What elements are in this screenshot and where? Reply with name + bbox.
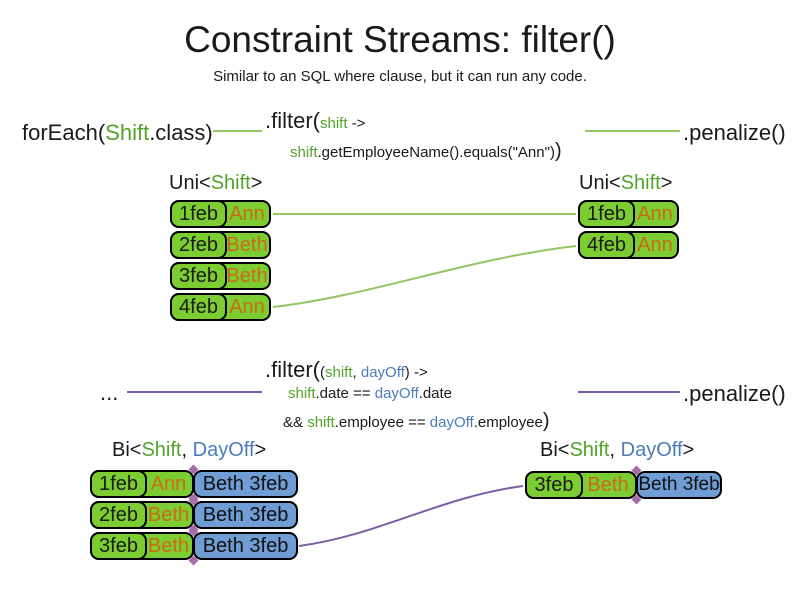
- bi-right-pre: Bi<: [540, 439, 570, 461]
- bi-left-type2: DayOff: [192, 439, 255, 461]
- shift-date: 4feb: [170, 293, 227, 321]
- shift-employee: Beth: [226, 264, 268, 287]
- code-filter1-body-var: shift: [290, 144, 318, 161]
- shift-employee: Ann: [637, 233, 673, 256]
- bi-left-label: Bi<Shift, DayOff>: [112, 438, 266, 462]
- code-filter1-param: shift: [320, 115, 348, 132]
- bi-right-post: >: [682, 439, 695, 461]
- code-filter2-head: .filter((shift, dayOff) ->: [265, 357, 428, 383]
- code-ellipsis: ...: [100, 380, 119, 405]
- body1-end: .date: [418, 385, 453, 402]
- code-foreach-pre: forEach(: [22, 120, 106, 145]
- bi-right-type2: DayOff: [620, 439, 683, 461]
- shift-employee: Ann: [637, 202, 673, 225]
- body2-end: .employee: [473, 414, 543, 431]
- code-filter1-body-close: ): [554, 140, 562, 162]
- uni-right-post: >: [660, 172, 673, 194]
- code-filter2-body1: shift.date == dayOff.date: [288, 385, 452, 403]
- body1-var1: shift: [288, 385, 316, 402]
- uni-right-type: Shift: [620, 172, 661, 194]
- code-filter2-method: .filter(: [265, 357, 320, 382]
- code-filter2-param2: dayOff: [360, 364, 405, 381]
- shift-date: 1feb: [578, 200, 635, 228]
- connector-bi-row3: [298, 485, 524, 547]
- shift-employee: Beth: [226, 233, 268, 256]
- code-filter2-param1: shift: [325, 364, 353, 381]
- uni-right-label: Uni<Shift>: [579, 171, 672, 195]
- bi-right-label: Bi<Shift, DayOff>: [540, 438, 694, 462]
- uni-left-type: Shift: [210, 172, 251, 194]
- shift-employee: Beth: [587, 473, 629, 496]
- body2-close: ): [542, 410, 550, 432]
- code-filter1-arrow: ->: [347, 115, 366, 132]
- bi-right-type1: Shift: [569, 439, 610, 461]
- shift-date: 1feb: [90, 470, 147, 498]
- uni-left-label: Uni<Shift>: [169, 171, 262, 195]
- code-filter2-paren-open: (: [320, 364, 325, 381]
- body2-pre: &&: [283, 414, 308, 431]
- code-filter2-arrow: ->: [409, 364, 428, 381]
- shift-employee: Ann: [229, 202, 265, 225]
- bi-left-comma: ,: [181, 439, 193, 461]
- uni-left-pre: Uni<: [169, 172, 211, 194]
- shift-date: 2feb: [170, 231, 227, 259]
- code-penalize-2: .penalize(): [683, 381, 786, 406]
- shift-date: 2feb: [90, 501, 147, 529]
- code-filter2-paren-close: ): [404, 364, 410, 381]
- code-foreach-type: Shift: [105, 120, 150, 145]
- body2-var2: dayOff: [429, 414, 474, 431]
- connector-uni-row4: [272, 245, 577, 308]
- body1-var2: dayOff: [374, 385, 419, 402]
- code-penalize-1: .penalize(): [683, 120, 786, 145]
- shift-date: 3feb: [525, 471, 583, 499]
- code-filter1-body: shift.getEmployeeName().equals("Ann")): [290, 139, 562, 163]
- dayoff-cell: Beth 3feb: [636, 471, 722, 499]
- code-filter2-body2: && shift.employee == dayOff.employee): [283, 409, 550, 433]
- body2-var1: shift: [307, 414, 335, 431]
- code-filter1-method: .filter(: [265, 108, 320, 133]
- dayoff-cell: Beth 3feb: [193, 470, 298, 498]
- shift-date: 4feb: [578, 231, 635, 259]
- body1-mid: .date ==: [315, 385, 375, 402]
- shift-employee: Beth: [147, 503, 190, 526]
- body2-mid: .employee ==: [334, 414, 430, 431]
- bi-right-comma: ,: [609, 439, 621, 461]
- page-title: Constraint Streams: filter(): [184, 19, 616, 60]
- shift-employee: Beth: [147, 534, 190, 557]
- dayoff-cell: Beth 3feb: [193, 532, 298, 560]
- code-filter1-body-rest: .getEmployeeName().equals("Ann"): [317, 144, 555, 161]
- dayoff-cell: Beth 3feb: [193, 501, 298, 529]
- shift-date: 3feb: [90, 532, 147, 560]
- uni-right-pre: Uni<: [579, 172, 621, 194]
- shift-date: 3feb: [170, 262, 227, 290]
- shift-employee: Ann: [229, 295, 265, 318]
- bi-left-post: >: [254, 439, 267, 461]
- code-filter2-comma: ,: [352, 364, 361, 381]
- bi-left-pre: Bi<: [112, 439, 142, 461]
- page-subtitle: Similar to an SQL where clause, but it c…: [213, 68, 587, 85]
- shift-date: 1feb: [170, 200, 227, 228]
- code-foreach-post: .class): [149, 120, 213, 145]
- uni-left-post: >: [250, 172, 263, 194]
- code-filter1-head: .filter(shift ->: [265, 108, 365, 134]
- shift-employee: Ann: [150, 472, 187, 495]
- code-foreach: forEach(Shift.class): [22, 120, 213, 146]
- bi-left-type1: Shift: [141, 439, 182, 461]
